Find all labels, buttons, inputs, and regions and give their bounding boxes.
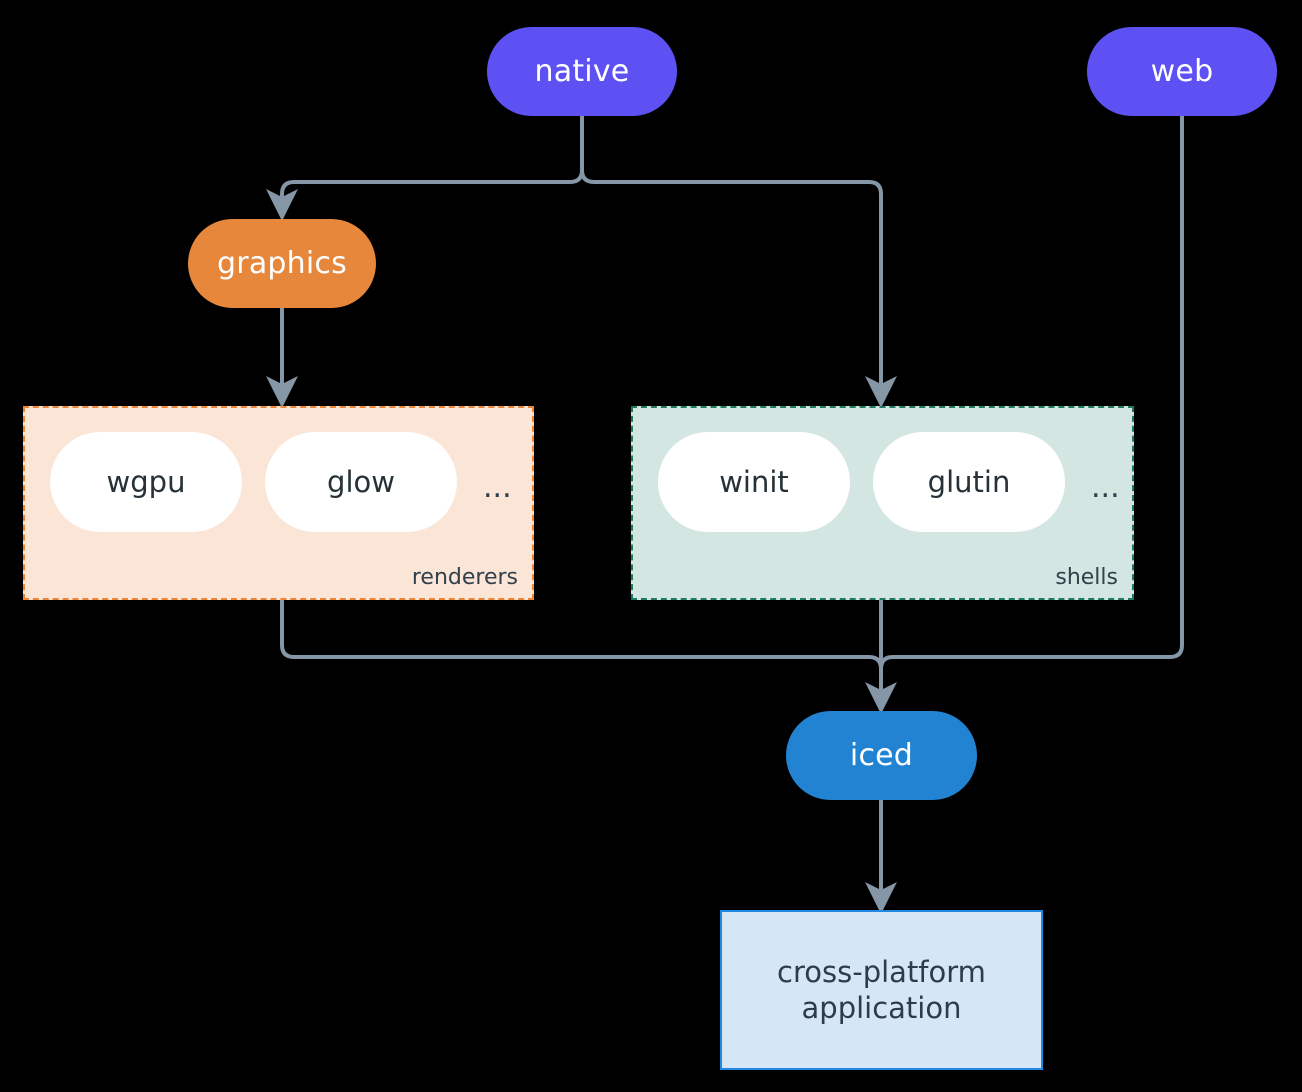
application-label-line1: cross-platform: [777, 954, 986, 989]
node-native[interactable]: native: [487, 27, 677, 116]
node-wgpu-label: wgpu: [106, 465, 186, 499]
node-winit-label: winit: [719, 465, 789, 499]
cluster-shells-label: shells: [1055, 565, 1118, 590]
node-web-label: web: [1150, 53, 1214, 89]
node-wgpu[interactable]: wgpu: [50, 432, 242, 532]
edge-merge-right-elbow: [879, 655, 894, 670]
edge-native-graphics: [266, 180, 570, 221]
edge-native-split-right: [580, 116, 595, 184]
edge-native-split: [569, 116, 584, 184]
edge-merge-left-elbow: [868, 655, 883, 670]
node-winit[interactable]: winit: [658, 432, 850, 532]
node-cross-platform-application[interactable]: cross-platform application: [720, 910, 1043, 1070]
node-graphics[interactable]: graphics: [188, 219, 376, 308]
node-iced-label: iced: [849, 737, 914, 773]
cluster-renderers-label: renderers: [411, 565, 518, 590]
node-native-label: native: [534, 53, 630, 89]
edge-renderers-iced: [280, 600, 869, 659]
cluster-renderers: wgpu glow ... renderers: [23, 406, 534, 600]
node-glutin[interactable]: glutin: [873, 432, 1065, 532]
node-glutin-label: glutin: [927, 465, 1011, 499]
cluster-shells: winit glutin ... shells: [631, 406, 1134, 600]
node-glow[interactable]: glow: [265, 432, 457, 532]
node-web[interactable]: web: [1087, 27, 1277, 116]
node-iced[interactable]: iced: [786, 711, 977, 800]
node-glow-label: glow: [327, 465, 395, 499]
node-graphics-label: graphics: [217, 245, 347, 281]
edge-native-shells: [594, 180, 897, 408]
application-label-line2: application: [801, 991, 962, 1025]
shells-overflow-ellipsis: ...: [1091, 470, 1120, 505]
renderers-overflow-ellipsis: ...: [483, 470, 512, 505]
